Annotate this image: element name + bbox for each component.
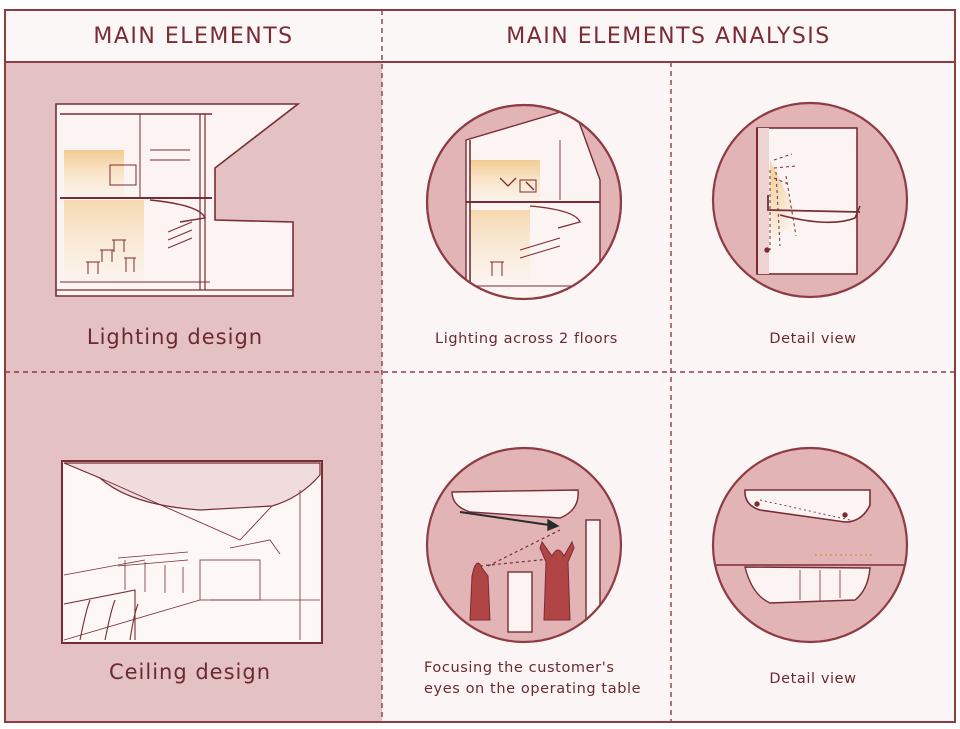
lighting-floors-caption: Lighting across 2 floors: [435, 331, 618, 347]
header-band: [5, 10, 955, 62]
focus-eyes-caption-line-2: eyes on the operating table: [424, 681, 642, 697]
ceiling-detail-circle: [711, 446, 909, 644]
focus-eyes-circle: [425, 446, 623, 644]
focus-eyes-caption-line-1: Focusing the customer's: [424, 660, 615, 676]
focus-eyes-caption: Focusing the customer's eyes on the oper…: [424, 658, 664, 700]
lighting-detail-circle: [711, 101, 909, 299]
lighting-detail-caption: Detail view: [769, 331, 857, 347]
ceiling-perspective-drawing: [61, 460, 323, 644]
lighting-design-caption: Lighting design: [86, 325, 264, 349]
ceiling-design-caption: Ceiling design: [108, 660, 272, 684]
outer-frame: [4, 9, 956, 723]
main-elements-analysis-header: MAIN ELEMENTS ANALYSIS: [506, 23, 831, 49]
ceiling-detail-caption: Detail view: [769, 671, 857, 687]
lighting-floors-circle: [425, 103, 623, 301]
lighting-section-drawing: [55, 103, 301, 297]
main-elements-header: MAIN ELEMENTS: [93, 23, 294, 49]
